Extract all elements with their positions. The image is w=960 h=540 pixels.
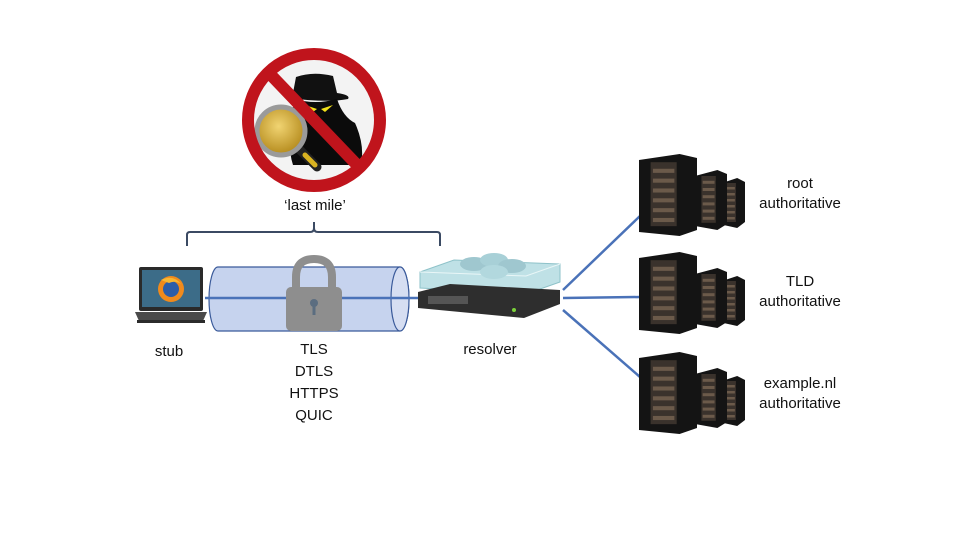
laptop-firefox-icon [135, 267, 207, 323]
resolver-label: resolver [463, 341, 517, 358]
no-eavesdropping-icon [242, 48, 386, 192]
authoritative-role: authoritative [759, 195, 841, 212]
authoritative-name: root [787, 175, 813, 192]
last-mile-label: ‘last mile’ [284, 197, 346, 214]
authoritative-group: example.nl authoritative [630, 348, 870, 438]
authoritative-role: authoritative [759, 293, 841, 310]
link-resolver-tld [562, 295, 641, 300]
protocol-quic: QUIC [295, 407, 333, 424]
authoritative-name: example.nl [763, 375, 837, 392]
authoritative-role: authoritative [759, 395, 841, 412]
authoritative-name: TLD [785, 273, 815, 290]
authoritative-group: TLD authoritative [630, 248, 870, 338]
padlock-icon [286, 255, 342, 331]
protocol-tls: TLS [300, 341, 328, 358]
last-mile-brace [186, 222, 441, 246]
stub-label: stub [154, 343, 184, 360]
protocol-dtls: DTLS [294, 363, 334, 380]
resolver-server-icon [418, 253, 561, 318]
link-resolver-root [562, 215, 641, 291]
magnifier-icon [254, 104, 322, 172]
server-rack-icon [639, 252, 745, 334]
authoritative-group: root authoritative [630, 150, 870, 240]
server-rack-icon [639, 154, 745, 236]
link-resolver-example [562, 309, 641, 378]
server-rack-icon [639, 352, 745, 434]
protocol-https: HTTPS [289, 385, 339, 402]
